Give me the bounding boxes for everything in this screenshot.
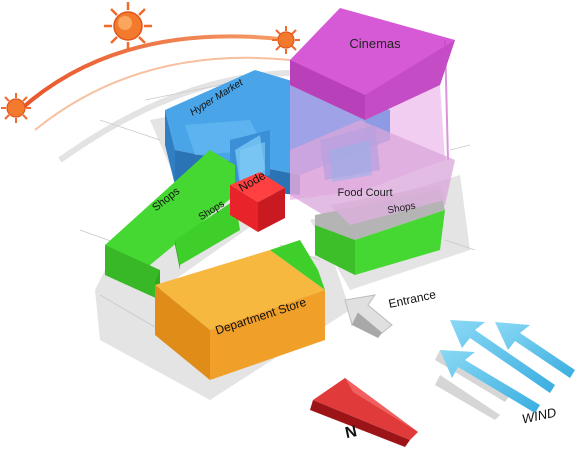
- north-arrow-icon: [310, 378, 418, 447]
- sun-icon: [1, 93, 31, 123]
- shops-right-label: Shops: [387, 201, 417, 217]
- wind-label: WIND: [521, 405, 558, 427]
- entrance-label: Entrance: [387, 287, 437, 311]
- entrance-arrow-icon: [344, 294, 393, 338]
- node-block: [230, 172, 285, 232]
- department-store-block: [155, 240, 325, 380]
- wind-arrows-icon: [435, 320, 575, 420]
- shops-right-block: [315, 185, 445, 275]
- north-label: N: [344, 423, 359, 442]
- sun-icon: [272, 26, 300, 54]
- cinemas-label: Cinemas: [349, 36, 401, 51]
- shops-left-block: [105, 135, 265, 310]
- sun-icon: [104, 2, 152, 50]
- food-court-label: Food Court: [337, 187, 392, 199]
